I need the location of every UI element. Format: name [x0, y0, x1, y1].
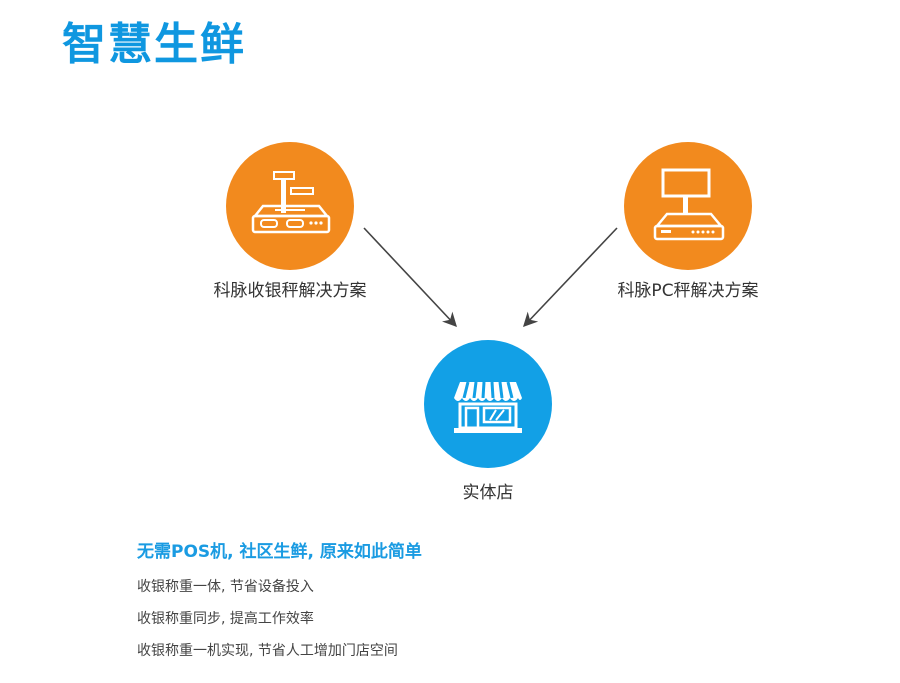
scale-node-label: 科脉收银秤解决方案 [213, 281, 367, 301]
cash-register-scale-icon [251, 171, 331, 234]
arrow-pc-to-store [523, 227, 618, 328]
pc-scale-icon [653, 168, 725, 241]
store-node-circle [424, 340, 552, 468]
storefront-icon [454, 381, 522, 433]
scale-node-circle [226, 142, 354, 270]
bullet-1: 收银称重一体, 节省设备投入 [137, 579, 314, 595]
arrow-scale-to-store [363, 227, 457, 328]
store-node-label: 实体店 [462, 483, 514, 503]
bullet-3: 收银称重一机实现, 节省人工增加门店空间 [137, 643, 398, 659]
bullet-2: 收银称重同步, 提高工作效率 [137, 611, 314, 627]
tagline: 无需POS机, 社区生鲜, 原来如此简单 [137, 542, 422, 562]
pc-node-label: 科脉PC秤解决方案 [617, 281, 759, 301]
pc-node-circle [624, 142, 752, 270]
page-title: 智慧生鲜 [62, 19, 246, 70]
